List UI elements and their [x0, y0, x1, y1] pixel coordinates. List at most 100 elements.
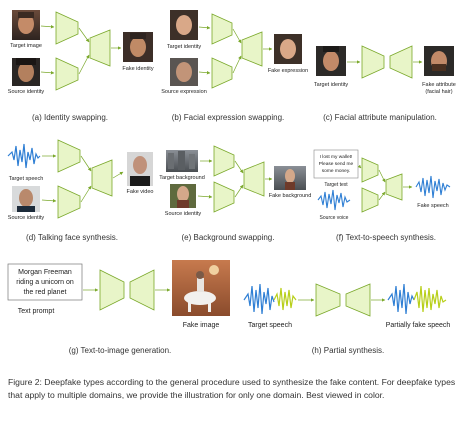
panel-partial-synthesis: Target speech Partially fake speech (h) …: [243, 283, 451, 355]
encoder-block: [213, 145, 235, 177]
encoder-block: [315, 283, 341, 317]
source-identity-d-label: Source identity: [8, 215, 45, 221]
decoder-block: [129, 269, 155, 311]
source-identity-e-label: Source identity: [165, 211, 202, 217]
encoder-block: [99, 269, 125, 311]
source-expression-label: Source expression: [161, 89, 207, 95]
flow-arrow: [197, 195, 213, 199]
target-speech-label: Target speech: [9, 176, 44, 182]
target-text-line-2: Please send me: [319, 161, 354, 167]
flow-arrow: [78, 27, 90, 43]
flow-arrow: [80, 155, 92, 172]
encoder-block: [213, 181, 235, 213]
panel-e-caption: (e) Background swapping.: [182, 233, 275, 242]
encoder-block: [55, 57, 79, 91]
target-speech-waveform: [7, 143, 41, 169]
fake-expression-photo: [274, 34, 302, 64]
target-identity-photo: [170, 10, 198, 40]
panel-facial-attribute-manipulation: Target identity Fake attribute (facial h…: [314, 45, 456, 122]
flow-arrow: [232, 55, 242, 74]
target-background-label: Target background: [159, 175, 205, 181]
target-text-label: Target text: [324, 182, 348, 188]
target-identity-c-label: Target identity: [314, 82, 348, 88]
target-speech-h-waveform-tail: [273, 287, 297, 311]
partially-fake-speech-label: Partially fake speech: [386, 322, 451, 329]
target-speech-h-waveform: [243, 283, 275, 315]
fake-expression-label: Fake expression: [268, 68, 308, 74]
fake-video-photo: [127, 152, 153, 186]
flow-arrow: [234, 184, 244, 198]
partially-fake-speech-waveform: [387, 283, 415, 315]
flow-arrow: [232, 28, 242, 44]
fake-video-label: Fake video: [127, 189, 154, 195]
source-expression-photo: [170, 58, 198, 86]
fake-background-label: Fake background: [269, 193, 312, 199]
target-speech-h-label: Target speech: [248, 322, 292, 329]
encoder-block: [361, 45, 385, 79]
flow-arrow: [357, 164, 362, 169]
source-voice-waveform: [317, 189, 351, 211]
source-identity-d-photo: [12, 186, 40, 212]
decoder-block: [241, 31, 263, 67]
panel-talking-face-synthesis: Target speech Source identity Fake video…: [7, 139, 154, 242]
flow-arrow: [198, 70, 211, 75]
text-prompt-box: [7, 263, 83, 301]
fake-attribute-sublabel: (facial hair): [425, 89, 452, 95]
panel-facial-expression-swapping: Target identity Source expression Fake e…: [161, 10, 308, 122]
flow-arrow: [378, 169, 386, 183]
target-text-line-1: I lost my wallet!: [320, 154, 353, 160]
source-voice-label: Source voice: [320, 215, 349, 221]
panel-h-caption: (h) Partial synthesis.: [312, 346, 384, 355]
text-prompt-label: Text prompt: [18, 308, 55, 315]
decoder-block: [91, 159, 113, 197]
target-image-label: Target image: [10, 43, 42, 49]
encoder-block: [361, 187, 379, 213]
panel-b-caption: (b) Facial expression swapping.: [172, 113, 285, 122]
decoder-block: [389, 45, 413, 79]
panel-text-to-speech-synthesis: I lost my wallet! Please send me some mo…: [313, 149, 451, 242]
flow-arrow: [41, 199, 57, 203]
target-identity-label: Target identity: [167, 44, 201, 50]
fake-identity-label: Fake identity: [122, 66, 153, 72]
flow-arrow: [40, 71, 55, 75]
decoder-block: [243, 161, 265, 197]
panel-identity-swapping: Target image Source identity Fake identi…: [8, 10, 154, 122]
encoder-block: [211, 13, 233, 45]
fake-background-photo: [274, 166, 306, 190]
encoder-block: [361, 157, 379, 183]
encoder-block: [211, 57, 233, 89]
prompt-line-2: riding a unicorn on: [16, 279, 74, 286]
target-text-line-3: some money.: [322, 169, 350, 174]
panel-f-caption: (f) Text-to-speech synthesis.: [336, 233, 436, 242]
flow-arrow: [378, 191, 386, 201]
flow-arrow: [198, 25, 211, 30]
flow-arrow: [80, 185, 92, 203]
figure-caption: Figure 2: Deepfake types according to th…: [8, 377, 456, 400]
encoder-block: [57, 139, 81, 173]
flow-arrow: [40, 25, 55, 29]
fake-attribute-photo: [424, 46, 454, 76]
fake-speech-label: Fake speech: [417, 203, 449, 209]
fake-image-photo: [172, 260, 230, 316]
target-image-photo: [12, 10, 40, 40]
target-identity-c-photo: [316, 46, 346, 76]
decoder-block: [345, 283, 371, 317]
fake-attribute-label: Fake attribute: [422, 82, 456, 88]
panel-a-caption: (a) Identity swapping.: [32, 113, 108, 122]
fake-speech-waveform: [415, 175, 451, 199]
prompt-line-1: Morgan Freeman: [18, 269, 72, 276]
decoder-block: [385, 173, 403, 201]
panel-d-caption: (d) Talking face synthesis.: [26, 233, 118, 242]
fake-image-label: Fake image: [183, 322, 220, 329]
panel-text-to-image-generation: Morgan Freeman riding a unicorn on the r…: [7, 260, 230, 355]
encoder-block: [55, 11, 79, 45]
source-identity-label: Source identity: [8, 89, 45, 95]
partially-fake-speech-waveform-synthetic: [413, 285, 447, 313]
source-identity-e-photo: [170, 184, 196, 208]
target-text-box: [313, 149, 359, 179]
flow-arrow: [112, 171, 124, 179]
encoder-block: [57, 185, 81, 219]
panel-background-swapping: Target background Source identity Fake b…: [159, 145, 312, 242]
source-identity-photo: [12, 58, 40, 86]
